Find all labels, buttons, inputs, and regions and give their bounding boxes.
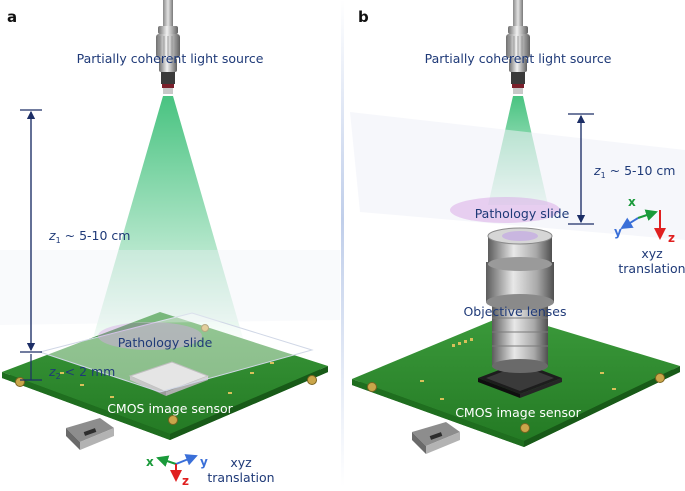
translation-line2-a: translation — [207, 470, 274, 485]
objective-label: Objective lenses — [463, 304, 566, 319]
translation-line1-a: xyz — [230, 455, 252, 470]
light-source-label-a: Partially coherent light source — [77, 51, 264, 66]
sensor-label-b: CMOS image sensor — [455, 405, 581, 420]
axis-x-label-a: x — [146, 455, 154, 469]
panel-divider — [341, 0, 344, 487]
light-source-b — [506, 0, 530, 94]
xyz-axes-a — [156, 454, 198, 482]
z1-label-a: z1 ~ 5-10 cm — [48, 228, 130, 245]
translation-line2-b: translation — [618, 261, 685, 276]
axis-x-label-b: x — [628, 195, 636, 209]
axis-z-label-b: z — [668, 231, 675, 245]
translation-line1-b: xyz — [641, 246, 663, 261]
light-source-label-b: Partially coherent light source — [425, 51, 612, 66]
axis-y-label-b: y — [614, 225, 622, 239]
axis-y-label-a: y — [200, 455, 208, 469]
light-cone-a — [91, 96, 245, 345]
slide-label-a: Pathology slide — [118, 335, 213, 350]
pathology-slide-a — [0, 250, 340, 393]
light-source-a — [156, 0, 180, 94]
sensor-label-a: CMOS image sensor — [107, 401, 233, 416]
xyz-axes-b — [620, 209, 666, 240]
panel-a-letter: a — [7, 8, 17, 26]
z-dimension-b — [568, 113, 594, 225]
pathology-slide-b — [350, 112, 685, 240]
slide-label-b: Pathology slide — [475, 206, 570, 221]
z2-label-a: z2 < 2 mm — [48, 364, 115, 381]
objective-lens — [486, 227, 554, 373]
panel-b-letter: b — [358, 8, 369, 26]
axis-z-label-a: z — [182, 474, 189, 487]
panel-b: b Partially coherent light source — [350, 0, 685, 454]
z1-label-b: z1 ~ 5-10 cm — [593, 163, 675, 180]
panel-a: a Partially coherent light source — [0, 0, 340, 488]
z-dimension-a — [20, 109, 42, 381]
